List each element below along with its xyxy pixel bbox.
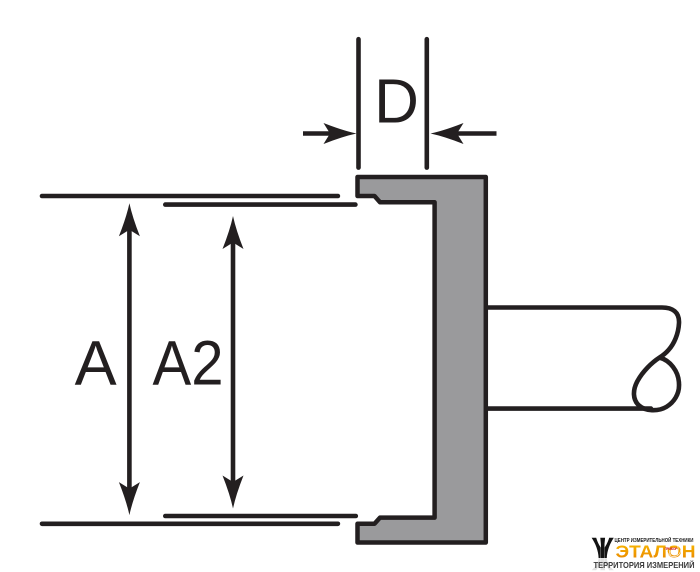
svg-text:A: A: [75, 329, 117, 399]
svg-text:ЦЕНТР ИЗМЕРИТЕЛЬНОЙ ТЕХНИКИ: ЦЕНТР ИЗМЕРИТЕЛЬНОЙ ТЕХНИКИ: [615, 536, 694, 544]
svg-text:A2: A2: [153, 329, 224, 399]
svg-text:D: D: [374, 68, 419, 137]
svg-text:ТЕРРИТОРИЯ ИЗМЕРЕНИЙ: ТЕРРИТОРИЯ ИЗМЕРЕНИЙ: [594, 559, 695, 570]
svg-text:ЭТАЛОН: ЭТАЛОН: [616, 542, 696, 562]
svg-text:ПРИБОР: ПРИБОР: [665, 547, 679, 551]
